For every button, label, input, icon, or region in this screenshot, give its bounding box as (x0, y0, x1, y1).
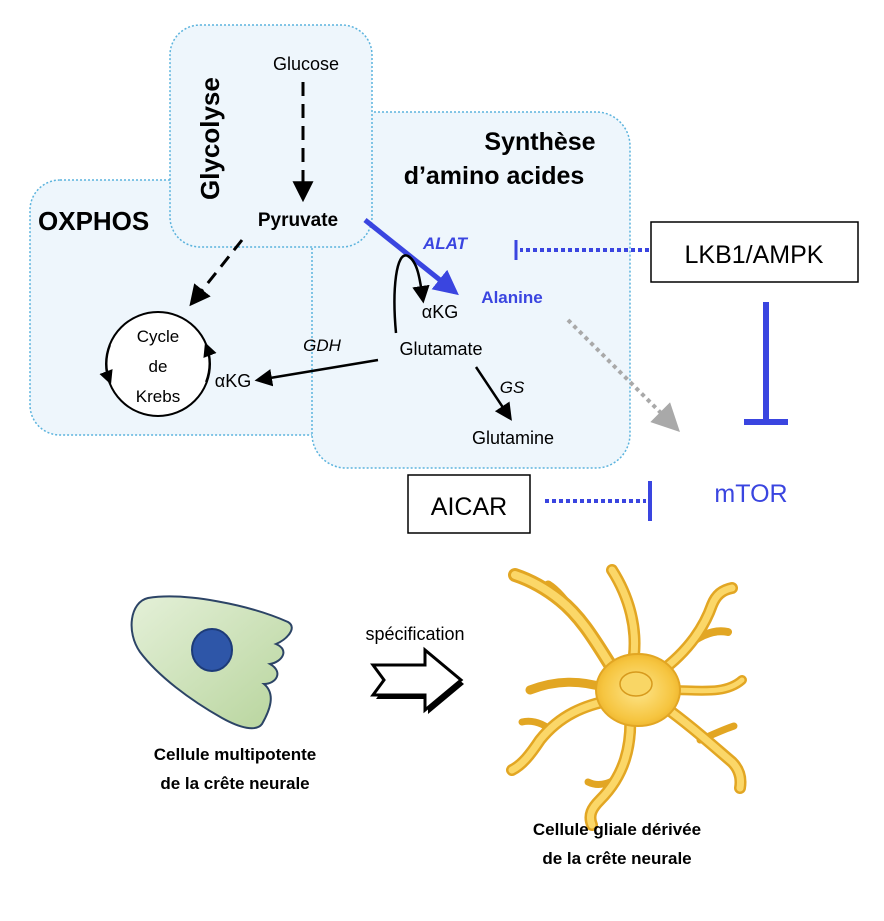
glial-cell-nucleus (619, 671, 653, 697)
lkb1-ampk-box (650, 221, 859, 283)
amino-acid-synthesis-region (311, 111, 631, 469)
specification-label: spécification (365, 624, 464, 644)
glutamate-to-akg-gdh-arrow (254, 358, 379, 387)
multipotent-cell-label-line2: de la crête neurale (160, 774, 309, 793)
glial-cell-shape (506, 564, 747, 831)
glial-cell-label-line1: Cellule gliale dérivée (533, 820, 701, 839)
multipotent-cell-nucleus (191, 628, 233, 672)
alanine-to-mtor-arrow (566, 318, 680, 432)
krebs-label-line1: Cycle (137, 327, 180, 346)
glutamate-to-glutamine-arrow (474, 366, 512, 421)
glutamine-label: Glutamine (472, 428, 554, 448)
synthesis-title-line1: Synthèse (484, 128, 595, 156)
krebs-label-line2: de (149, 357, 168, 376)
aicar-label: AICAR (431, 493, 507, 521)
krebs-cycle-arrow-right (203, 342, 217, 383)
alat-enzyme-label: ALAT (422, 234, 469, 253)
glutamate-label: Glutamate (399, 339, 482, 359)
synthesis-title-line2: d’amino acides (404, 162, 585, 190)
gdh-enzyme-label: GDH (303, 336, 342, 355)
glucose-label: Glucose (273, 54, 339, 74)
akg-top-label: αKG (422, 302, 458, 322)
pyruvate-label: Pyruvate (258, 210, 338, 231)
akg-left-label: αKG (215, 371, 251, 391)
glycolysis-region (169, 24, 373, 248)
oxphos-title: OXPHOS (38, 206, 149, 236)
aicar-box (407, 474, 531, 534)
gs-enzyme-label: GS (500, 378, 525, 397)
glutamate-to-akg-loop-arrow (393, 254, 430, 334)
pyruvate-to-krebs-arrow (189, 239, 244, 307)
krebs-cycle-arrow-left (99, 344, 113, 385)
glycolysis-title: Glycolyse (195, 77, 225, 200)
lkb1-ampk-label: LKB1/AMPK (685, 241, 824, 269)
mtor-label: mTOR (714, 480, 787, 508)
glial-cell-label-line2: de la crête neurale (542, 849, 691, 868)
alanine-label: Alanine (481, 288, 542, 307)
multipotent-cell-label-line1: Cellule multipotente (154, 745, 316, 764)
krebs-label-line3: Krebs (136, 387, 180, 406)
specification-arrow (370, 646, 464, 714)
